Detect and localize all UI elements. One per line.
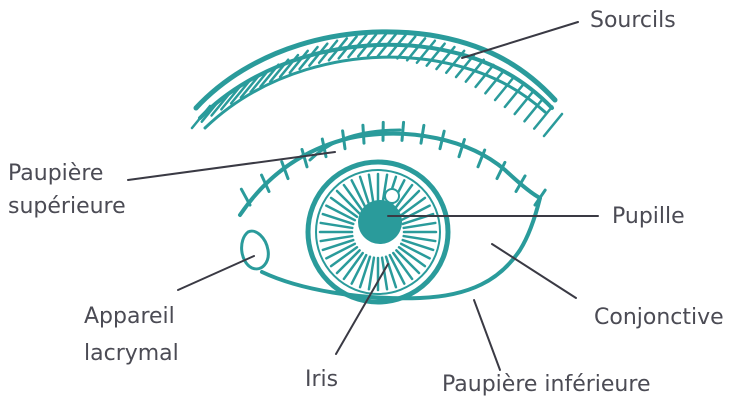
leader-appareil-lacrymal xyxy=(178,256,254,290)
iris-fiber xyxy=(360,177,370,207)
label-appareil-lacrymal-2: lacrymal xyxy=(84,343,179,365)
iris-fiber xyxy=(386,257,396,287)
leader-sourcils xyxy=(462,22,578,58)
eyebrow-hairs xyxy=(192,34,562,136)
leader-paupiere-superieure xyxy=(128,152,335,180)
label-conjonctive: Conjonctive xyxy=(594,307,724,329)
iris-fiber xyxy=(323,240,353,250)
eyelash xyxy=(363,125,364,143)
iris-fiber xyxy=(360,257,370,287)
iris-fiber xyxy=(321,223,353,228)
label-iris: Iris xyxy=(305,369,338,391)
leader-paupiere-inferieure xyxy=(474,300,500,370)
label-paupiere-superieure-2: supérieure xyxy=(8,196,126,218)
iris-fiber xyxy=(321,236,353,241)
label-paupiere-superieure-1: Paupière xyxy=(8,163,103,185)
eyelash xyxy=(402,122,404,140)
iris-fiber xyxy=(404,223,436,228)
label-pupille: Pupille xyxy=(612,206,685,228)
label-appareil-lacrymal-1: Appareil xyxy=(84,306,175,328)
label-paupiere-inferieure: Paupière inférieure xyxy=(442,374,650,396)
eyebrow xyxy=(192,32,562,136)
iris-fiber xyxy=(369,258,374,290)
iris-fiber xyxy=(404,236,436,241)
eyebrow-hair xyxy=(544,114,562,136)
eyelash xyxy=(343,131,345,149)
eyelash xyxy=(241,189,250,205)
label-sourcils: Sourcils xyxy=(590,10,676,32)
eyelash xyxy=(440,131,444,149)
iris-fiber xyxy=(323,214,353,224)
eyelash xyxy=(421,125,424,143)
iris-fiber xyxy=(403,240,433,250)
